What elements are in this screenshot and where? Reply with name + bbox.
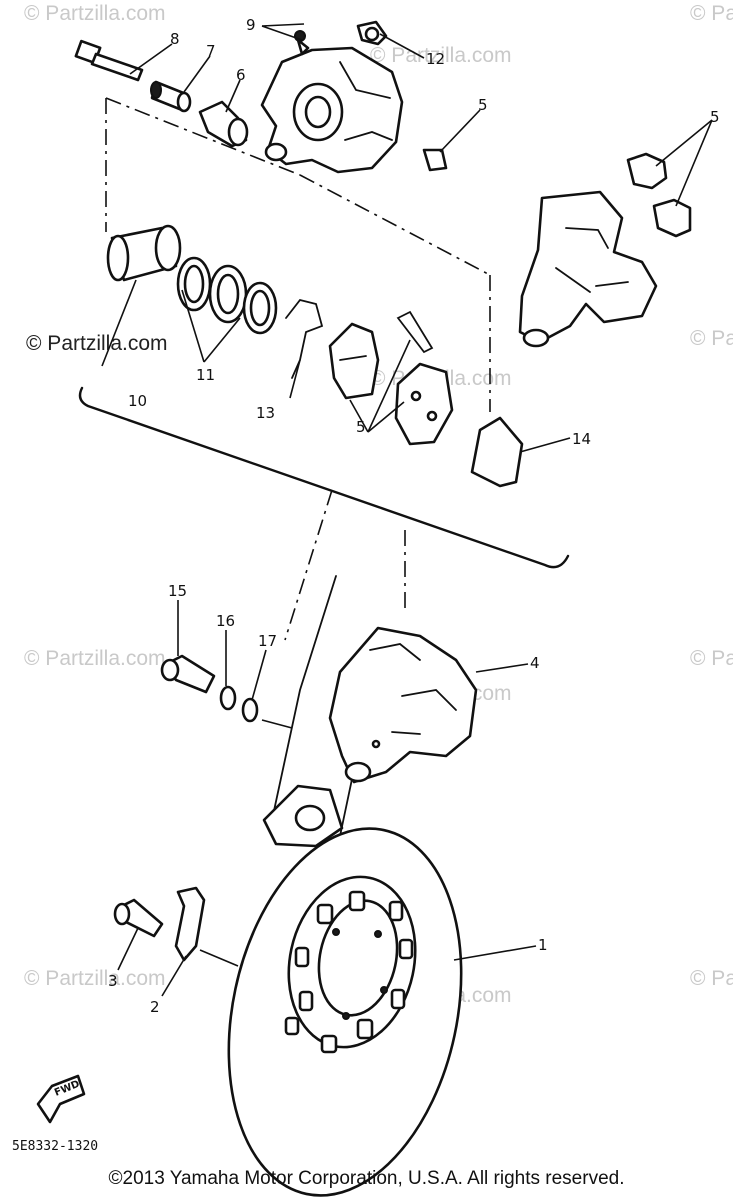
- spring-13: [285, 298, 324, 379]
- callout-12: 12: [426, 50, 445, 68]
- watermark-text: © Partzilla.com: [24, 647, 166, 670]
- callout-8: 8: [170, 30, 180, 48]
- bolt-8: [74, 39, 144, 82]
- bleed-screw-9: [294, 30, 310, 56]
- bolt-3: [113, 898, 164, 938]
- callout-labels: 8 7 6 9 12 5 5 11 10 13 5 14 15 16 17 4 …: [108, 16, 720, 1016]
- diagram-part-code: 5E8332-1320: [12, 1139, 98, 1154]
- alignment-lines: [105, 97, 491, 641]
- callout-6: 6: [236, 66, 246, 84]
- washer-17: [241, 697, 259, 723]
- bolt-5-mid: [422, 148, 448, 172]
- watermark-text: © Partzilla.com: [24, 2, 166, 25]
- callout-16: 16: [216, 612, 235, 630]
- watermark-text: © Partzilla.com: [370, 44, 512, 67]
- callout-5-right: 5: [710, 108, 720, 126]
- watermark-text: © Partzilla.com: [690, 967, 733, 990]
- assembly-bracket: [78, 386, 570, 569]
- callout-9: 9: [246, 16, 256, 34]
- forward-arrow-icon: FWD: [36, 1074, 86, 1124]
- callout-4: 4: [530, 654, 540, 672]
- shim-14: [470, 416, 524, 488]
- callout-10: 10: [128, 392, 147, 410]
- caliper-body-upper: [260, 46, 404, 174]
- watermark-text: © Partzilla.com: [24, 967, 166, 990]
- watermark-text-dark: © Partzilla.com: [26, 332, 168, 355]
- callout-5-pads: 5: [356, 418, 366, 436]
- bolt-5-top: [626, 152, 692, 238]
- callout-13: 13: [256, 404, 275, 422]
- callout-15: 15: [168, 582, 187, 600]
- piston-10: [106, 224, 182, 282]
- caliper-assembly-4: [328, 626, 478, 784]
- bolt-15: [160, 654, 216, 694]
- brake-disc-1: [227, 827, 463, 1197]
- caliper-bracket: [518, 190, 658, 348]
- sleeve-7: [150, 80, 192, 113]
- lock-plate-2: [174, 886, 206, 962]
- callout-3: 3: [108, 972, 118, 990]
- plug-12: [356, 20, 388, 46]
- washer-16: [219, 685, 237, 711]
- callout-7: 7: [206, 42, 216, 60]
- callout-5-mid: 5: [478, 96, 488, 114]
- callout-11: 11: [196, 366, 215, 384]
- callout-14: 14: [572, 430, 591, 448]
- boot-6: [198, 100, 249, 148]
- watermark-text: © Partzilla.com: [690, 327, 733, 350]
- seals-11: [176, 256, 278, 335]
- callout-1: 1: [538, 936, 548, 954]
- watermark-text: © Partzilla.com: [690, 647, 733, 670]
- fork-leg: [262, 575, 357, 848]
- callout-2: 2: [150, 998, 160, 1016]
- watermark-text: © Partzilla.com: [690, 2, 733, 25]
- callout-17: 17: [258, 632, 277, 650]
- leader-lines: [101, 23, 713, 997]
- copyright-notice: ©2013 Yamaha Motor Corporation, U.S.A. A…: [108, 1168, 625, 1189]
- brake-pads-5: [328, 310, 454, 446]
